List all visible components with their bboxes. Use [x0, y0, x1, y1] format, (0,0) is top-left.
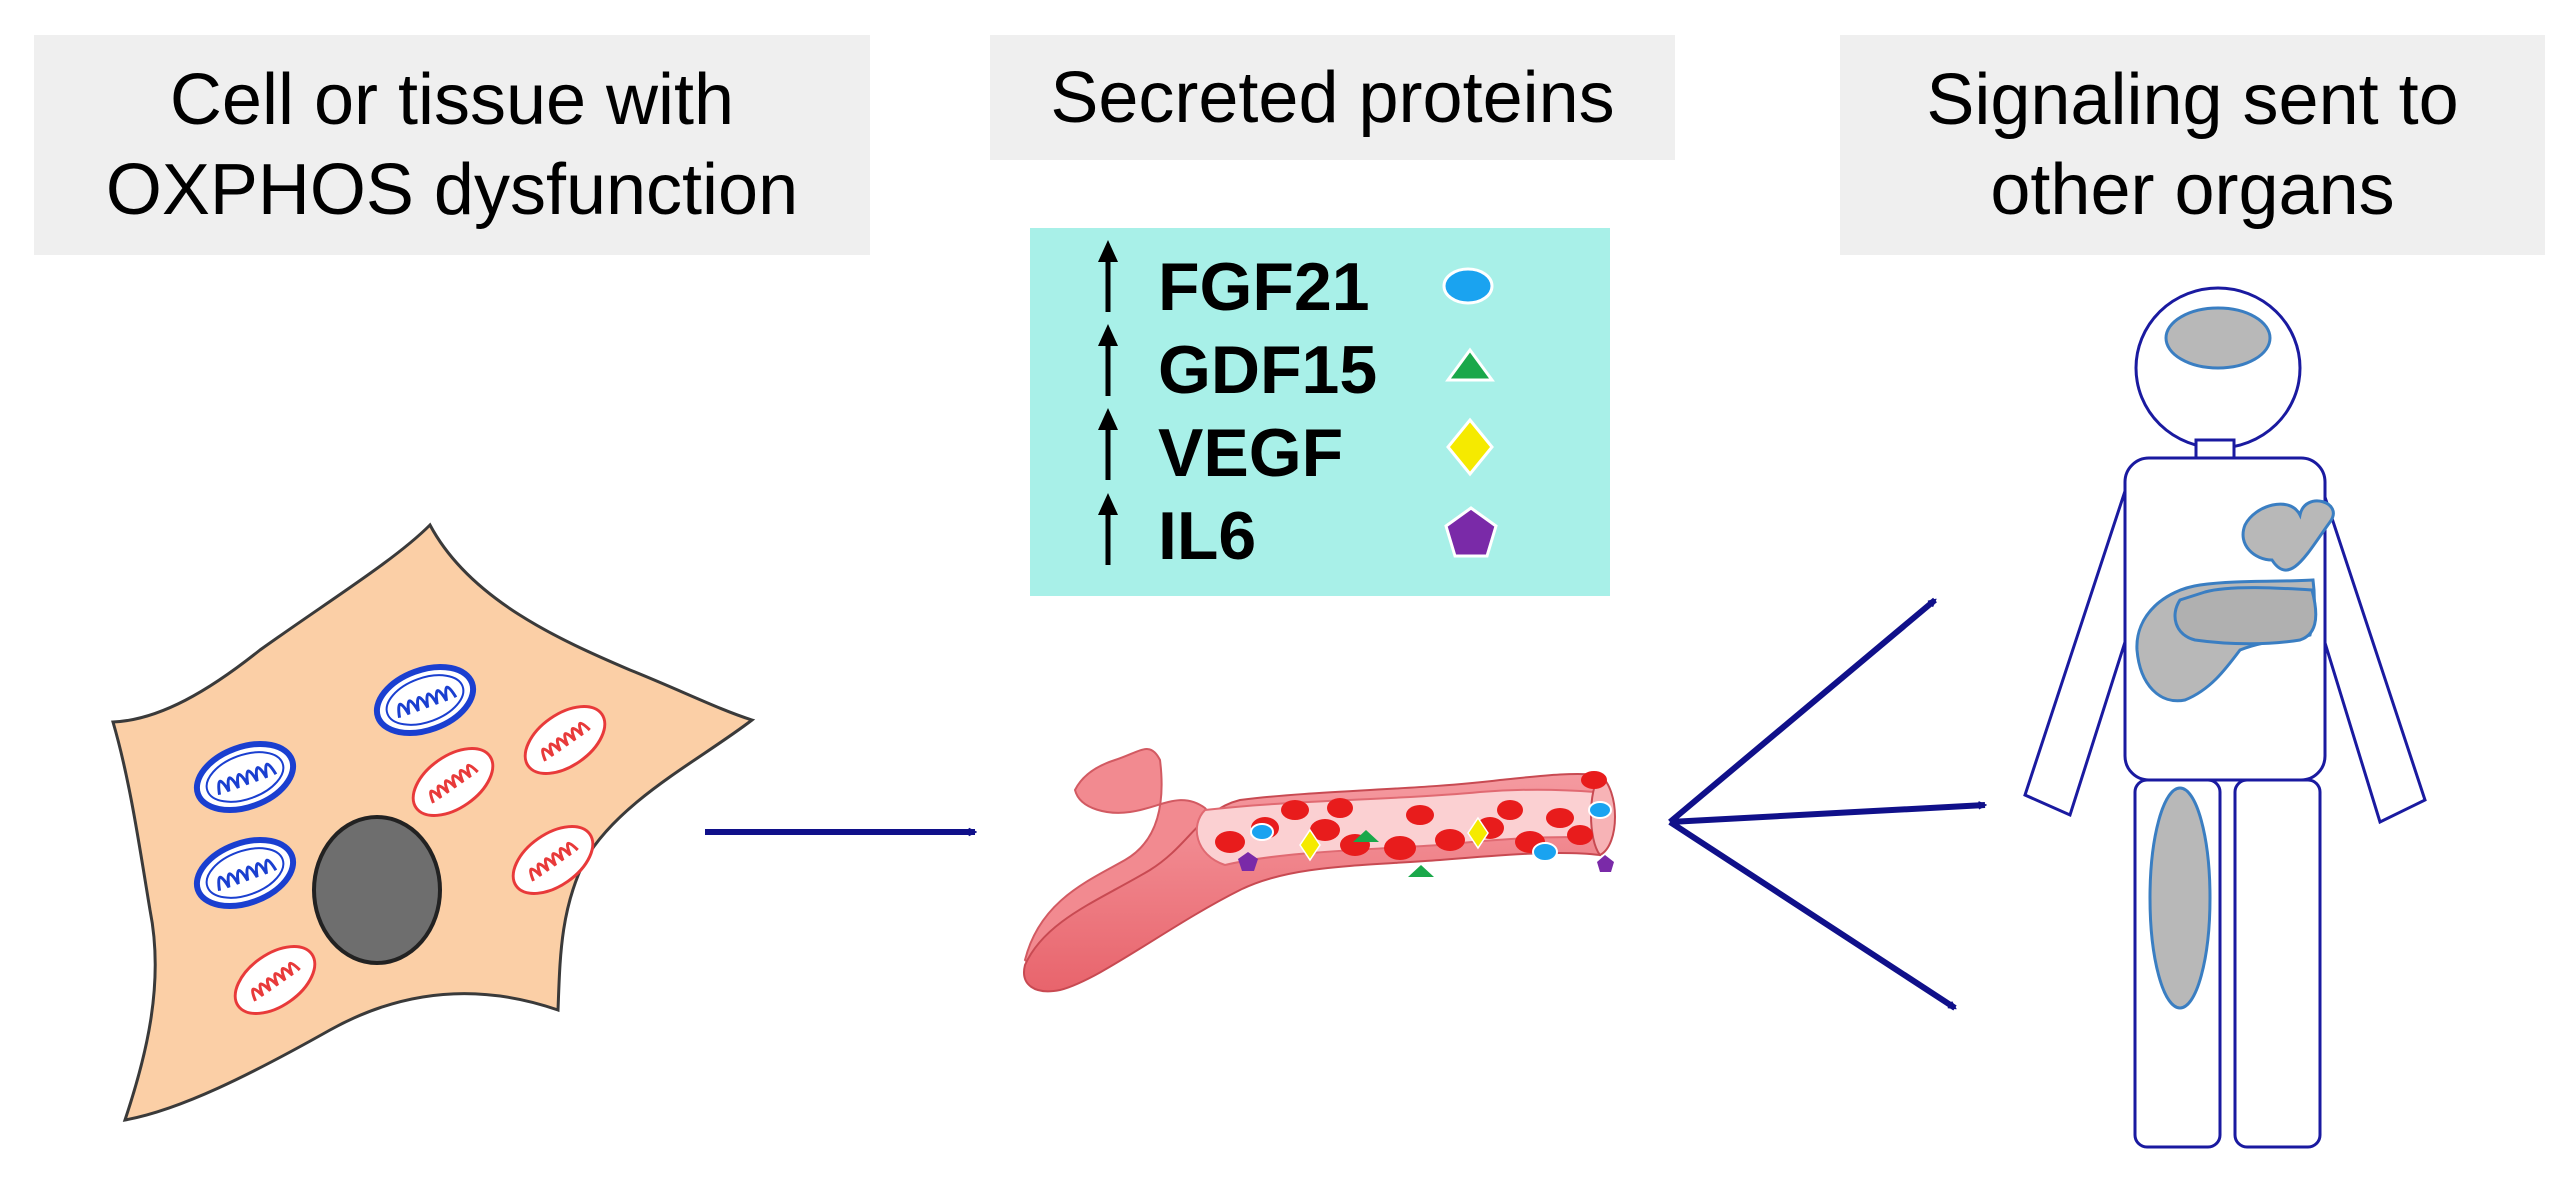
cell-tissue-header-line2: OXPHOS dysfunction: [105, 150, 799, 230]
secreted-proteins-legend: FGF21 GDF15 VEGF IL6: [1030, 228, 1610, 596]
legend-row-gdf15: GDF15: [1098, 324, 1495, 408]
signaling-arrows: [1668, 597, 1985, 1011]
signaling-header: Signaling sent to other organs: [1840, 35, 2545, 255]
pentagon-icon: [1597, 855, 1614, 872]
diamond-icon: [1446, 417, 1494, 477]
legend-row-fgf21: FGF21: [1098, 240, 1494, 325]
red-blood-cell: [1384, 836, 1416, 860]
ellipse-icon: [1532, 842, 1558, 862]
cell-tissue-header-line1: Cell or tissue with: [169, 60, 735, 140]
nucleus: [312, 815, 442, 965]
secreted-protein-markers: [1238, 801, 1614, 877]
up-arrow-icon: [1098, 324, 1118, 396]
up-arrow-icon: [1098, 240, 1118, 312]
triangle-icon: [1445, 347, 1495, 382]
red-blood-cell: [1567, 825, 1593, 845]
dysfunctional-mitochondrion: [523, 705, 607, 775]
triangle-icon: [1353, 830, 1379, 842]
right-arm: [2316, 481, 2427, 825]
healthy-mitochondrion: [193, 741, 297, 813]
healthy-mitochondrion: [193, 837, 297, 909]
cell-body: [111, 522, 756, 1122]
cell-tissue-header: Cell or tissue with OXPHOS dysfunction: [34, 35, 870, 255]
brain-icon: [2164, 306, 2272, 370]
red-blood-cell: [1546, 808, 1574, 828]
ellipse-icon: [1588, 801, 1612, 819]
red-blood-cell: [1215, 831, 1245, 853]
human-figure: [2023, 286, 2427, 1149]
healthy-mitochondria: [193, 664, 477, 909]
diamond-icon: [1467, 816, 1489, 850]
arrow-to-lower: [1668, 819, 1955, 1011]
dysfunctional-mitochondrion: [411, 747, 495, 817]
dysfunctional-mitochondrion: [233, 945, 317, 1015]
pentagon-icon: [1238, 852, 1258, 871]
diamond-icon: [1299, 828, 1321, 862]
up-arrow-icon: [1098, 408, 1118, 480]
secreted-proteins-header-line1: Secreted proteins: [1050, 57, 1615, 138]
dysfunctional-mitochondrion: [511, 825, 595, 895]
red-blood-cell: [1310, 819, 1340, 841]
dysfunctional-mitochondria: [233, 705, 607, 1015]
red-blood-cell: [1435, 829, 1465, 851]
organs: [2135, 306, 2335, 1010]
red-blood-cell: [1281, 800, 1309, 820]
signaling-header-line1: Signaling sent to: [1926, 60, 2459, 140]
right-leg: [2233, 778, 2322, 1149]
arrow-to-middle: [1669, 805, 1985, 825]
signaling-header-line2: other organs: [1990, 150, 2395, 230]
muscle-icon: [2148, 786, 2212, 1010]
ellipse-icon: [1250, 823, 1274, 841]
stomach-icon: [2173, 586, 2318, 646]
up-arrow-icon: [1098, 493, 1118, 565]
heart-icon: [2241, 499, 2335, 572]
ellipse-icon: [1442, 267, 1494, 305]
red-blood-cell: [1327, 798, 1353, 818]
legend-background: [1030, 228, 1610, 596]
legend-row-vegf: VEGF: [1098, 408, 1494, 491]
red-blood-cell: [1581, 771, 1607, 789]
pentagon-icon: [1444, 506, 1498, 558]
healthy-mitochondrion: [373, 664, 477, 736]
red-blood-cell: [1497, 800, 1523, 820]
legend-label-gdf15: GDF15: [1158, 332, 1377, 408]
legend-label-fgf21: FGF21: [1158, 249, 1370, 325]
cell-illustration: [111, 522, 756, 1122]
red-blood-cell: [1406, 805, 1434, 825]
arrow-to-upper: [1668, 597, 1937, 825]
legend-label-vegf: VEGF: [1158, 415, 1343, 491]
legend-label-il6: IL6: [1158, 498, 1256, 574]
secreted-proteins-header: Secreted proteins: [990, 35, 1675, 160]
triangle-icon: [1408, 865, 1434, 877]
blood-vessel: [1023, 748, 1616, 993]
left-arm: [2023, 481, 2134, 818]
legend-row-il6: IL6: [1098, 493, 1498, 574]
